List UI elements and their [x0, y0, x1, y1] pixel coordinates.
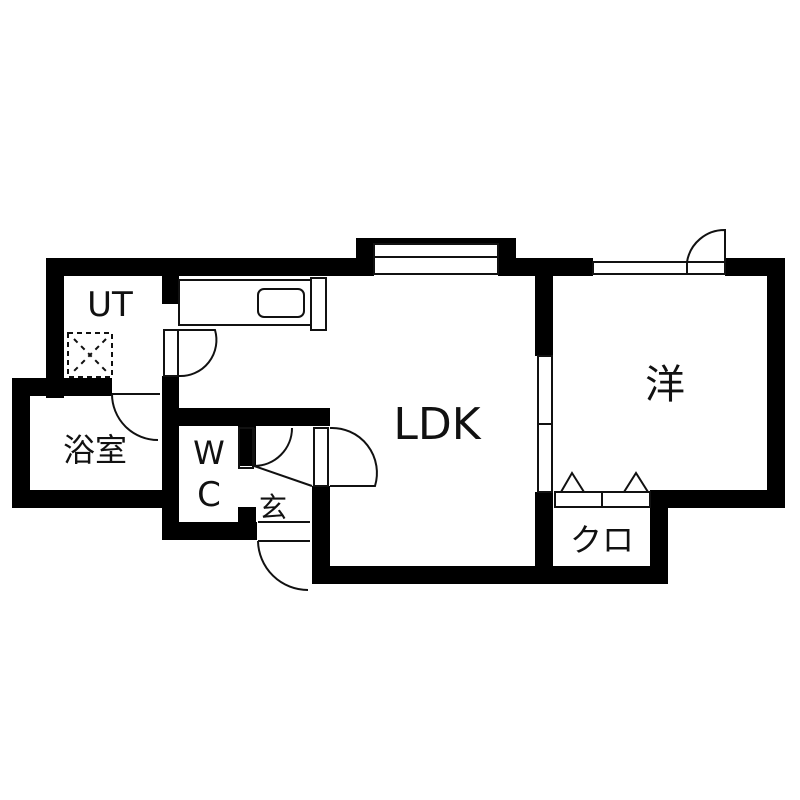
room-label-closet: クロ	[569, 521, 635, 559]
room-label-ut: UT	[87, 285, 133, 325]
room-label-wc-w: W	[193, 434, 225, 472]
walls	[12, 238, 785, 584]
room-label-bath: 浴室	[62, 431, 128, 469]
room-label-western: 洋	[645, 362, 685, 408]
room-label-entrance: 玄	[258, 491, 288, 524]
room-label-wc-c: C	[197, 475, 221, 515]
room-label-ldk: LDK	[393, 399, 481, 450]
fixtures	[67, 228, 726, 591]
